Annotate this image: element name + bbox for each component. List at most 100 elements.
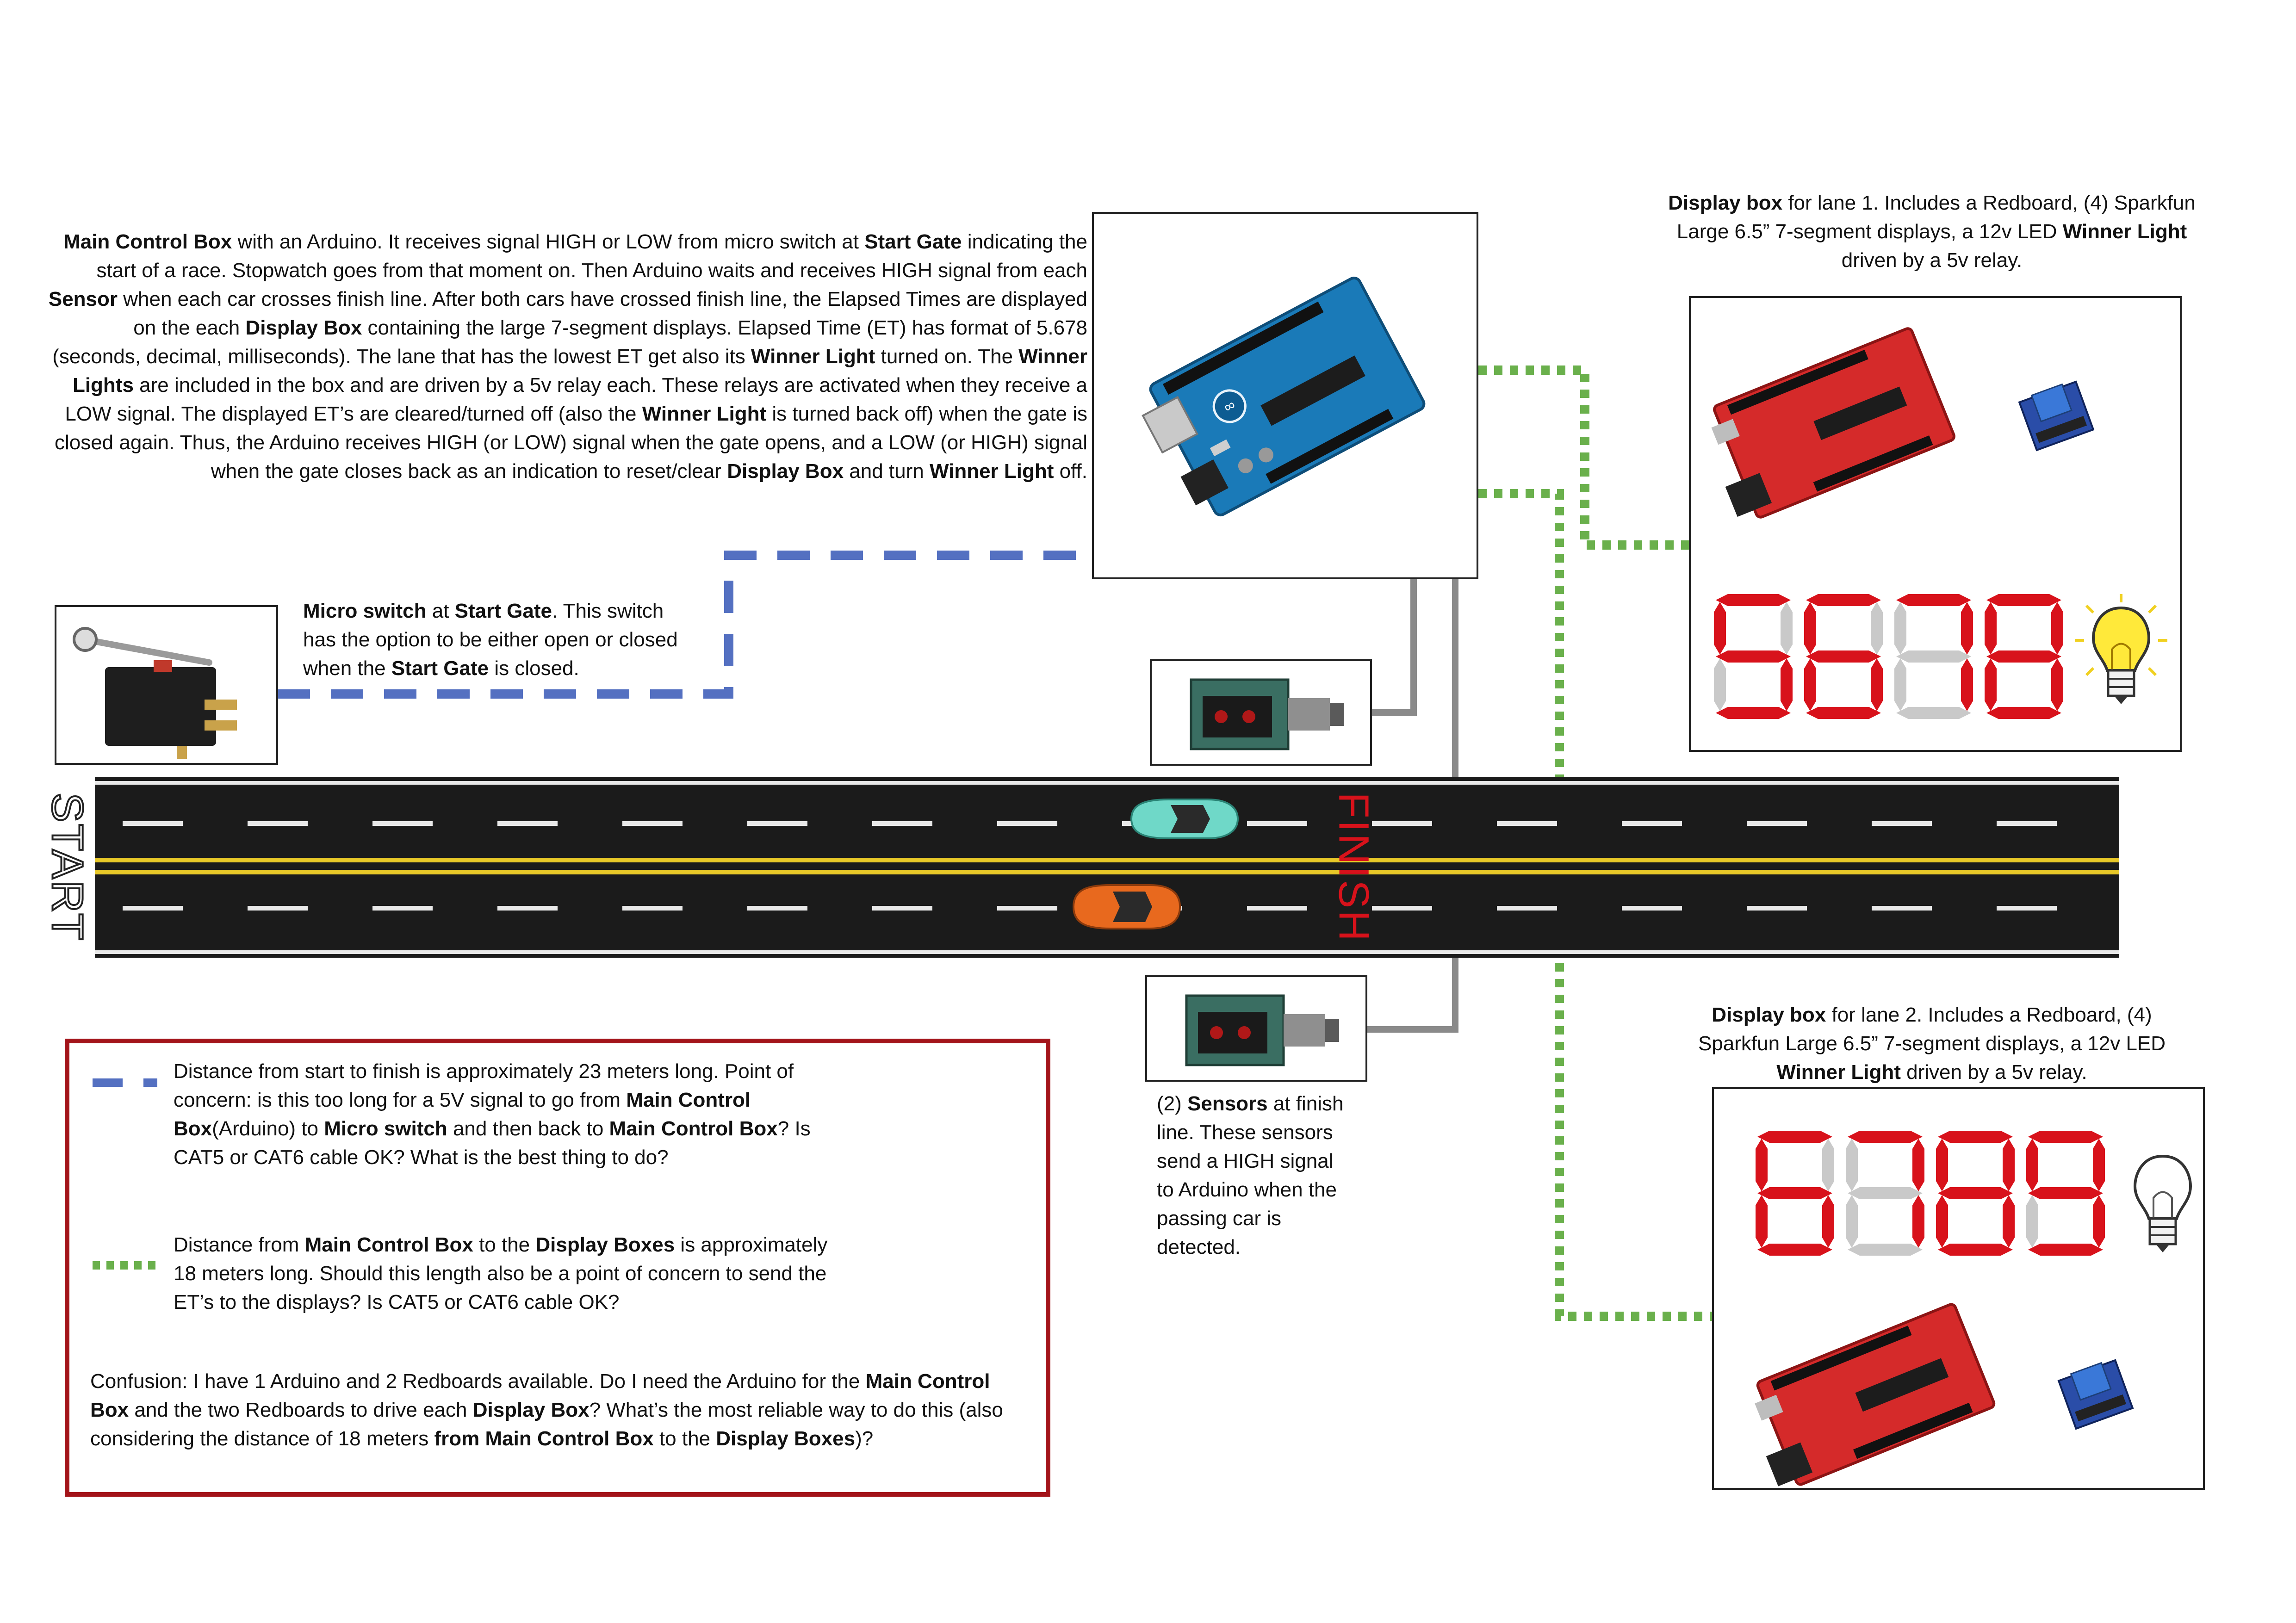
text-run: from Main Control Box — [434, 1427, 654, 1450]
seven-segment-digit — [1846, 1131, 1924, 1256]
sensor1-wire — [1372, 579, 1417, 716]
text-run: for lane 1. Includes a Redboard, (4) Spa… — [1676, 192, 2196, 243]
text-run: Main Control Box — [609, 1117, 778, 1140]
text-run: (2) — [1157, 1092, 1187, 1115]
segment-d — [2028, 1244, 2103, 1256]
seven-segment-digit — [1714, 594, 1793, 719]
segment-d — [1896, 707, 1971, 719]
segment-f — [1804, 602, 1816, 655]
segment-d — [1757, 1244, 1832, 1256]
text-run: are included in the box and are driven b… — [65, 374, 1087, 425]
start-label: START — [42, 792, 93, 943]
segment-g — [1757, 1187, 1832, 1199]
confusion-note: Confusion: I have 1 Arduino and 2 Redboa… — [90, 1367, 1025, 1453]
text-run: ? Is CAT5 or CAT6 cable OK? What is the … — [174, 1117, 811, 1169]
text-run: Distance from start to finish is approxi… — [174, 1060, 794, 1111]
text-run: is turned back off) when the gate is clo… — [54, 403, 1087, 483]
segment-c — [2093, 1195, 2105, 1248]
text-run: Winner Lights — [72, 345, 1087, 396]
segment-f — [1936, 1139, 1948, 1191]
segment-b — [2051, 602, 2063, 655]
text-run: at finish line. These sensors send a HIG… — [1157, 1092, 1344, 1258]
seven-segment-digit — [2026, 1131, 2105, 1256]
seven-segment-display-lane1 — [1714, 594, 2063, 719]
legend-green-note: Distance from Main Control Box to the Di… — [174, 1231, 844, 1317]
finish-label: FINISH — [1330, 792, 1378, 943]
text-run: Display Boxes — [535, 1233, 675, 1256]
arduino-board-illustration: ∞ — [1142, 276, 1426, 517]
text-run: Main Control Box — [304, 1233, 473, 1256]
segment-b — [2093, 1139, 2105, 1191]
text-run: (Arduino) to — [212, 1117, 324, 1140]
segment-c — [1781, 658, 1793, 711]
segment-a — [1986, 594, 2061, 606]
text-run: Distance from — [174, 1233, 305, 1256]
photoelectric-sensor-icon — [1185, 994, 1339, 1066]
seven-segment-digit — [1894, 594, 1973, 719]
segment-g — [1848, 1187, 1923, 1199]
text-run: Main Control Box — [174, 1089, 751, 1140]
text-run: and turn — [844, 460, 930, 483]
text-run: to the — [653, 1427, 716, 1450]
text-run: is approximately 18 meters long. Should … — [174, 1233, 828, 1313]
relay-module-icon — [2018, 380, 2095, 452]
segment-d — [1986, 707, 2061, 719]
segment-c — [1912, 1195, 1924, 1248]
text-run: with an Arduino. It receives signal HIGH… — [232, 230, 865, 253]
segment-d — [1938, 1244, 2013, 1256]
segment-d — [1716, 707, 1791, 719]
lane-dashes — [123, 821, 2119, 911]
segment-f — [1714, 602, 1726, 655]
segment-b — [1912, 1139, 1924, 1191]
text-run: ? What’s the most reliable way to do thi… — [90, 1399, 1003, 1450]
seven-segment-digit — [1985, 594, 2063, 719]
seven-segment-digit — [1756, 1131, 1834, 1256]
text-run: . This switch has the option to be eithe… — [303, 600, 678, 680]
display1-signal-line — [1478, 365, 1689, 550]
segment-g — [1938, 1187, 2013, 1199]
segment-a — [2028, 1131, 2103, 1143]
main-control-description: Main Control Box with an Arduino. It rec… — [46, 228, 1087, 486]
segment-b — [1781, 602, 1793, 655]
segment-g — [1896, 650, 1971, 663]
winner-light-icon-on — [2075, 594, 2167, 704]
redboard-illustration — [1755, 1303, 1996, 1487]
segment-e — [1756, 1195, 1768, 1248]
sensor2-wire — [1367, 579, 1458, 1033]
text-run: Winner Light — [2062, 220, 2187, 243]
segment-c — [2051, 658, 2063, 711]
segment-b — [2003, 1139, 2015, 1191]
text-run: Start Gate — [864, 230, 962, 253]
text-run: to the — [473, 1233, 536, 1256]
text-run: Micro switch — [303, 600, 427, 622]
display2-caption: Display box for lane 2. Includes a Redbo… — [1684, 1001, 2179, 1087]
text-run: Sensors — [1187, 1092, 1268, 1115]
segment-b — [1822, 1139, 1834, 1191]
text-run: and then back to — [447, 1117, 609, 1140]
text-run: and the two Redboards to drive each — [129, 1399, 473, 1421]
relay-module-icon — [2057, 1359, 2134, 1430]
segment-c — [1871, 658, 1883, 711]
winner-light-icon-off — [2133, 1154, 2192, 1252]
segment-b — [1871, 602, 1883, 655]
segment-f — [2026, 1139, 2038, 1191]
micro-switch-box — [55, 605, 278, 765]
car-lane1 — [1130, 799, 1239, 839]
text-run: Micro switch — [324, 1117, 447, 1140]
segment-e — [1714, 658, 1726, 711]
segment-a — [1848, 1131, 1923, 1143]
segment-e — [1985, 658, 1997, 711]
redboard-illustration — [1711, 327, 1955, 519]
micro-switch-caption: Micro switch at Start Gate. This switch … — [303, 597, 696, 683]
segment-c — [1961, 658, 1973, 711]
text-run: driven by a 5v relay. — [1841, 249, 2023, 272]
text-run: Display Box — [727, 460, 844, 483]
notes-legend-box: Distance from start to finish is approxi… — [65, 1039, 1050, 1497]
segment-a — [1757, 1131, 1832, 1143]
sensor-lane1-box — [1150, 659, 1372, 766]
segment-f — [1756, 1139, 1768, 1191]
text-run: driven by a 5v relay. — [1900, 1061, 2087, 1084]
segment-a — [1716, 594, 1791, 606]
segment-a — [1896, 594, 1971, 606]
segment-b — [1961, 602, 1973, 655]
